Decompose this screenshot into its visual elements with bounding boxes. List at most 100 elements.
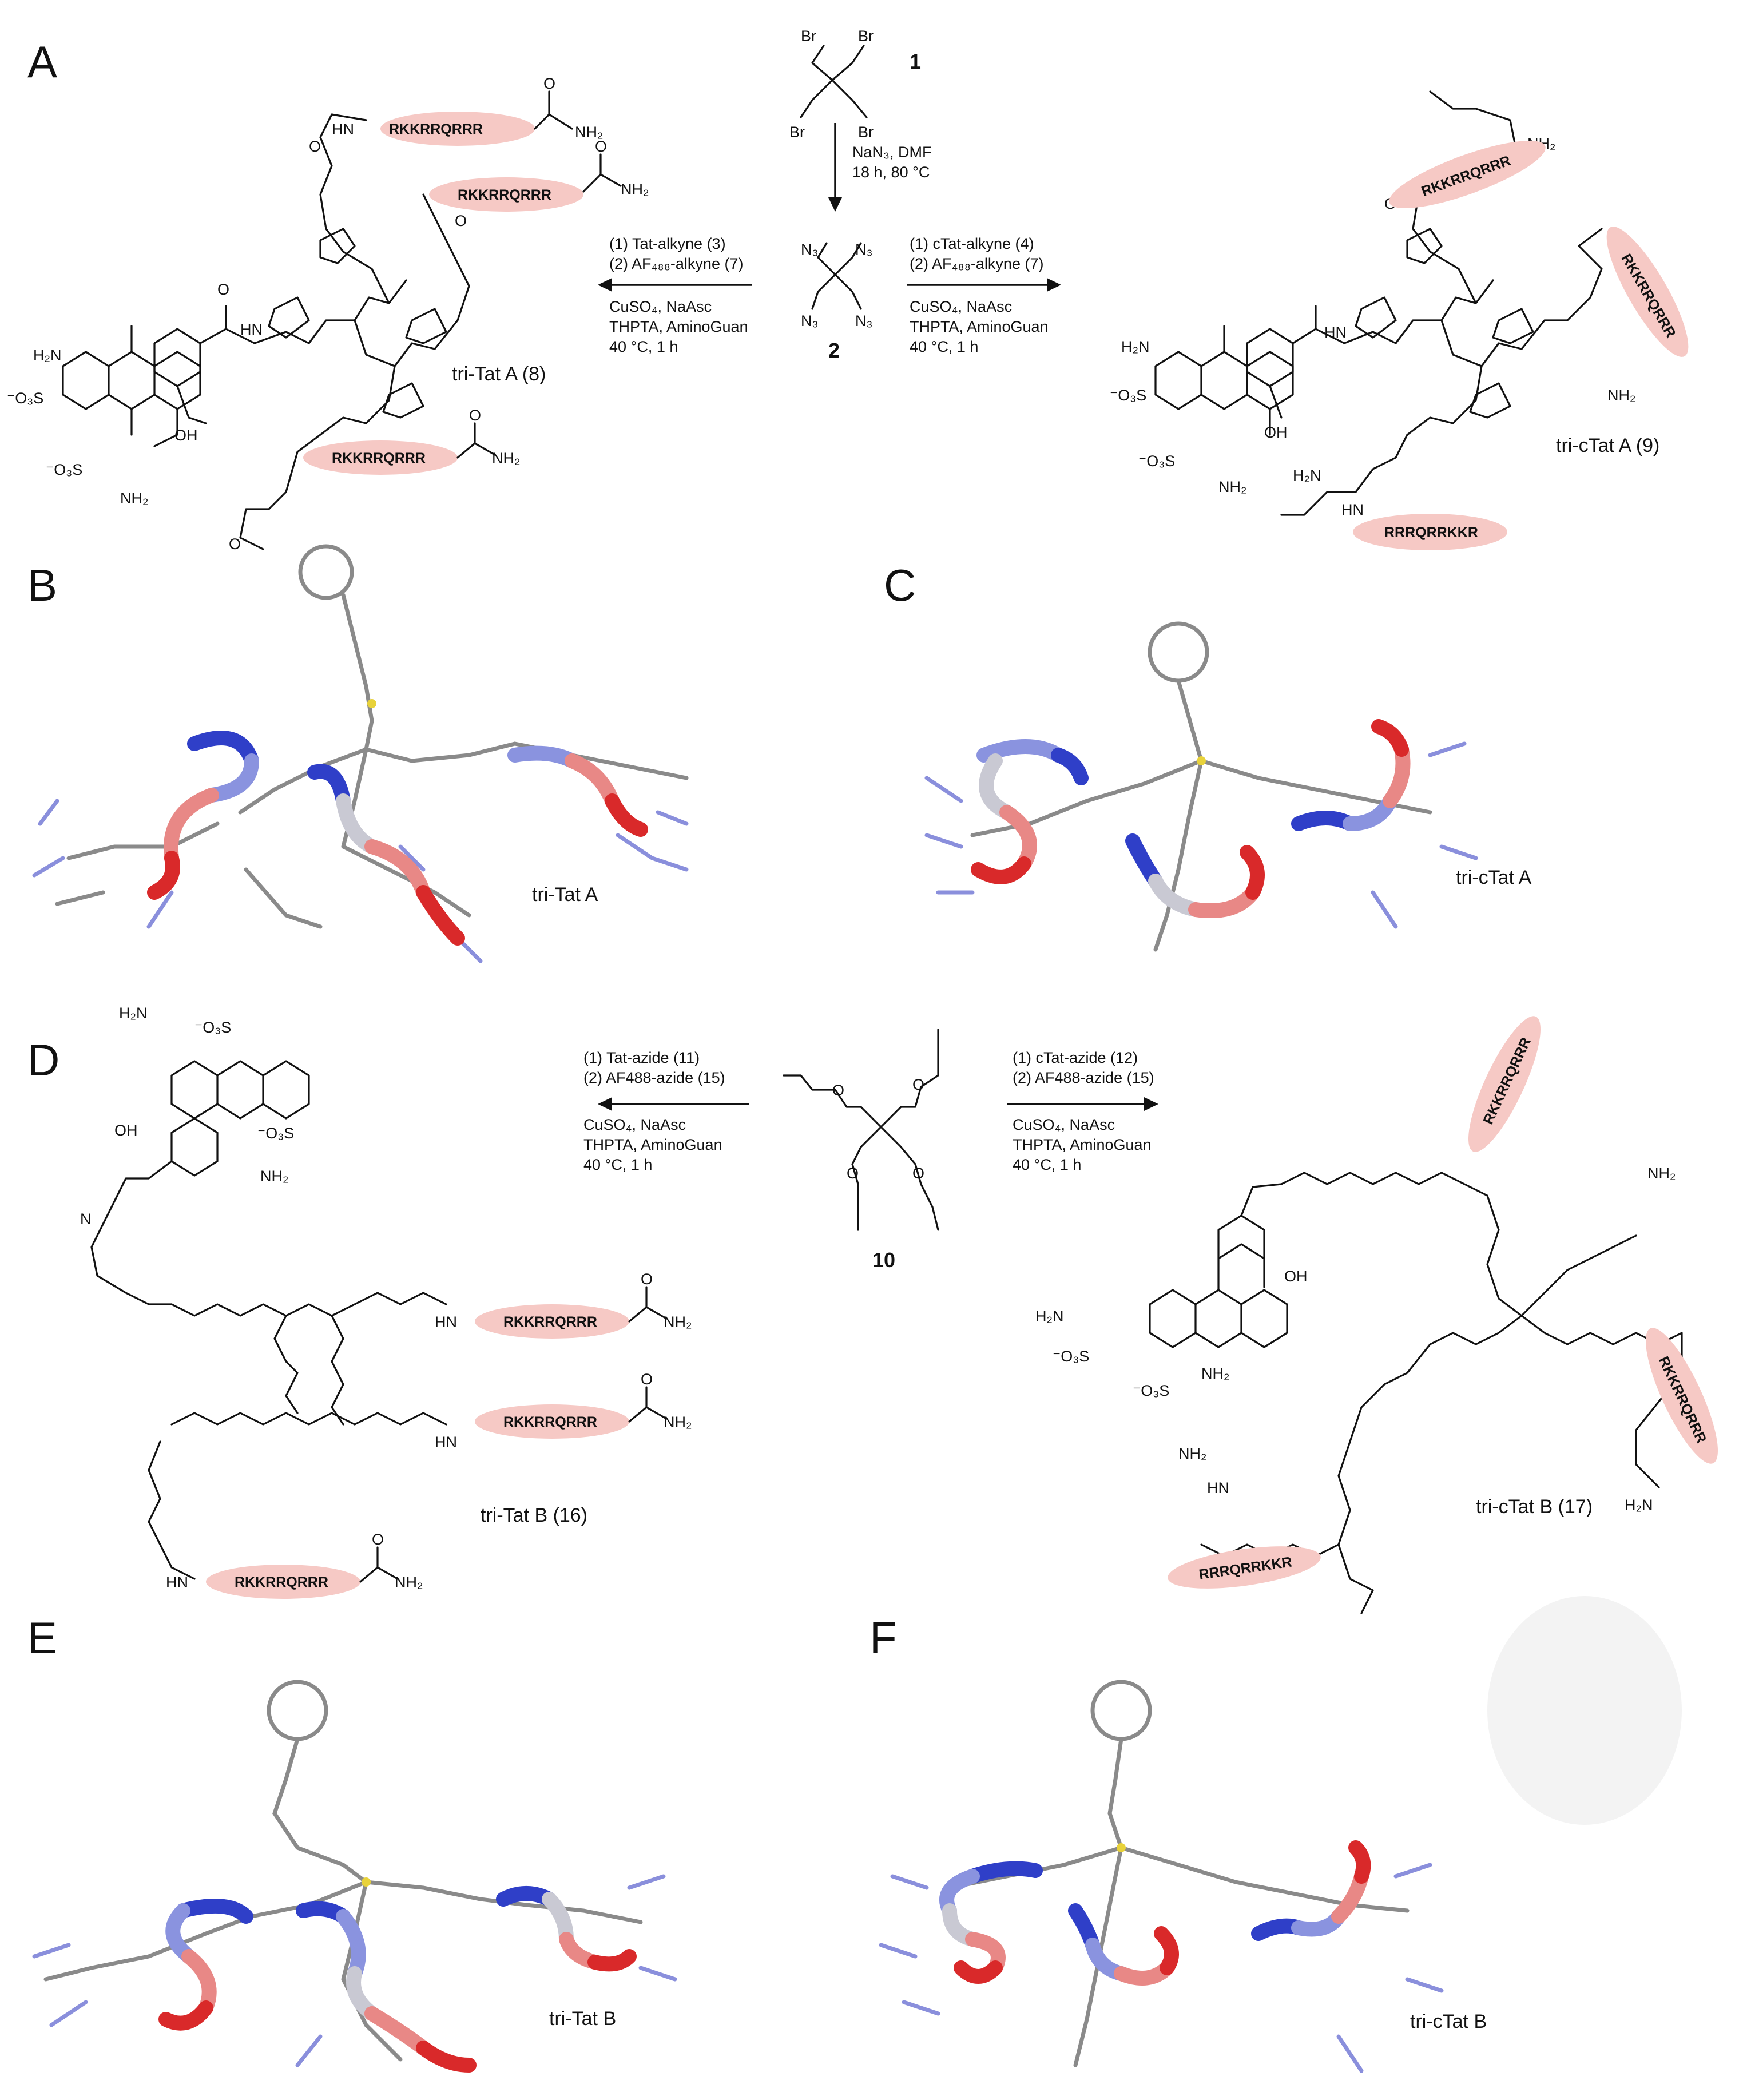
atom-n3-4: N₃ [855,312,873,330]
left-cond-a-5: 40 °C, 1 h [609,338,678,355]
atom-oh-b: OH [114,1122,138,1139]
step1-cond-1: NaN₃, DMF [852,144,932,161]
right-cond-a-1: (1) cTat-alkyne (4) [910,235,1034,252]
atom-o-pa2: O [595,138,607,155]
atom-o-10b: O [912,1076,924,1093]
step1-cond-2: 18 h, 80 °C [852,164,930,181]
model-tri-ctat-b [879,1680,1444,2073]
peptide-ellipse-b3 [206,1565,360,1599]
peptide-seq-b3: RKKRRQRRR [235,1574,328,1590]
left-cond-a-4: THPTA, AminoGuan [609,318,748,335]
panel-f: F tri-cTat B [869,1596,1682,2073]
model-b-sulfur [367,699,376,708]
atom-n3-1: N₃ [801,241,819,258]
model-b-tube-7 [364,839,431,900]
atom-hn-c3: HN [1341,501,1364,518]
peptide-seq-a1: RKKRRQRRR [389,121,483,137]
atom-hn-a1: HN [332,121,354,138]
model-c-tube-3 [979,753,1014,820]
model-c-tube-4 [999,805,1037,871]
model-e-tube-8 [364,2006,431,2055]
atom-h2n-c3: H₂N [1293,467,1321,484]
atom-hn-b2: HN [435,1434,457,1451]
model-c-dye-ring [1148,621,1209,683]
compound-10-label: 10 [872,1248,895,1272]
right-cond-a-2: (2) AF₄₈₈-alkyne (7) [910,255,1043,272]
model-c-sulfur [1197,756,1206,765]
right-cond-a-3: CuSO₄, NaAsc [910,298,1012,315]
atom-br-3: Br [789,124,805,141]
atom-o-pa3: O [469,407,481,424]
atom-so3-b1: ⁻O₃S [194,1019,231,1036]
left-cond-d-5: 40 °C, 1 h [583,1156,652,1173]
atom-nh2-c2: NH₂ [1607,387,1635,404]
left-cond-d-2: (2) AF488-azide (15) [583,1069,725,1086]
atom-hn-b3: HN [166,1574,188,1591]
atom-o-pa1: O [543,75,555,92]
tri-ctat-b-structure: H₂N ⁻O₃S ⁻O₃S NH₂ OH NH₂ HN H₂N NH₂ RKKR… [1035,1016,1718,1614]
model-c-tube-12 [1383,742,1411,808]
atom-nh2-dye-c: NH₂ [1218,478,1246,495]
peptide-ellipse-c2 [1606,227,1689,357]
left-cond-d-1: (1) Tat-azide (11) [583,1049,700,1066]
peptide-ellipse-b2 [475,1404,629,1439]
peptide-ellipse-cb1 [1468,1016,1541,1152]
atom-n3-2: N₃ [855,241,873,258]
atom-o-a2: O [455,212,467,229]
model-e-dye-ring [267,1680,328,1741]
atom-br-2: Br [858,27,874,45]
model-e-sulfur [362,1877,371,1887]
model-b-tube-11 [605,793,648,837]
peptide-seq-b1: RKKRRQRRR [503,1314,597,1330]
compound-2-label: 2 [828,339,840,362]
panel-letter-a: A [27,37,57,87]
model-f-shadow [1487,1596,1682,1825]
model-b-tube-9 [507,745,579,768]
atom-hn-b1: HN [435,1313,457,1331]
atom-h2n-dye-a: H₂N [33,347,61,364]
atom-so3-b2: ⁻O₃S [257,1125,294,1142]
tri-tat-b-structure: H₂N ⁻O₃S ⁻O₃S NH₂ OH N HN HN HN RKKRRQRR… [80,1005,692,1599]
panel-e: E tri-Tat B [27,1613,677,2073]
model-c-tube-5 [971,856,1031,884]
model-b-dye-ring [298,544,354,600]
model-e-tube-3 [181,1949,217,2015]
atom-so3-dye-c1: ⁻O₃S [1110,387,1146,404]
atom-oh-cb: OH [1284,1268,1308,1285]
atom-nh2-pa3: NH₂ [492,450,520,467]
left-cond-d-4: THPTA, AminoGuan [583,1136,722,1153]
atom-nh-c: HN [1324,324,1347,341]
atom-o-a4: O [217,281,229,298]
atom-o-10a: O [832,1082,844,1099]
model-tri-ctat-a [924,621,1478,952]
atom-nh2-cb-dye: NH₂ [1201,1365,1229,1382]
atom-h2n-cb: H₂N [1035,1308,1063,1325]
arrow-right-d-head [1144,1097,1158,1111]
model-b-tube-1 [187,731,259,768]
right-cond-d-3: CuSO₄, NaAsc [1013,1116,1115,1133]
atom-oh-dye-a: OH [174,427,198,444]
peptide-ellipse-cb2 [1646,1328,1718,1464]
atom-o-10d: O [912,1165,924,1182]
atom-nh2-b-dye: NH₂ [260,1168,288,1185]
model-f-sulfur [1117,1843,1126,1852]
panel-a: A Br Br Br Br 1 NaN₃, DMF 18 h, 80 °C N₃… [7,27,1689,553]
peptide-ellipse-a2 [429,177,583,212]
peptide-ellipse-c3 [1353,514,1507,550]
arrow-left-d-head [598,1097,612,1111]
peptide-ellipse-cb3 [1168,1546,1321,1589]
atom-o-a1: O [309,138,321,155]
model-b-tube-2 [204,753,259,803]
atom-h2n-cb2: NH₂ [1178,1445,1206,1462]
atom-n-b: N [80,1210,92,1228]
model-e-tube-9 [416,2041,477,2073]
model-f-dye-ring [1090,1680,1152,1741]
atom-br-4: Br [858,124,874,141]
atom-o-10c: O [847,1165,859,1182]
arrow-right-a-head [1047,278,1061,292]
left-cond-a-2: (2) AF₄₈₈-alkyne (7) [609,255,743,272]
panel-b: B tri-Tat A [27,544,689,963]
atom-hn-cb2: HN [1207,1479,1229,1496]
peptide-seq-b2: RKKRRQRRR [503,1414,597,1430]
